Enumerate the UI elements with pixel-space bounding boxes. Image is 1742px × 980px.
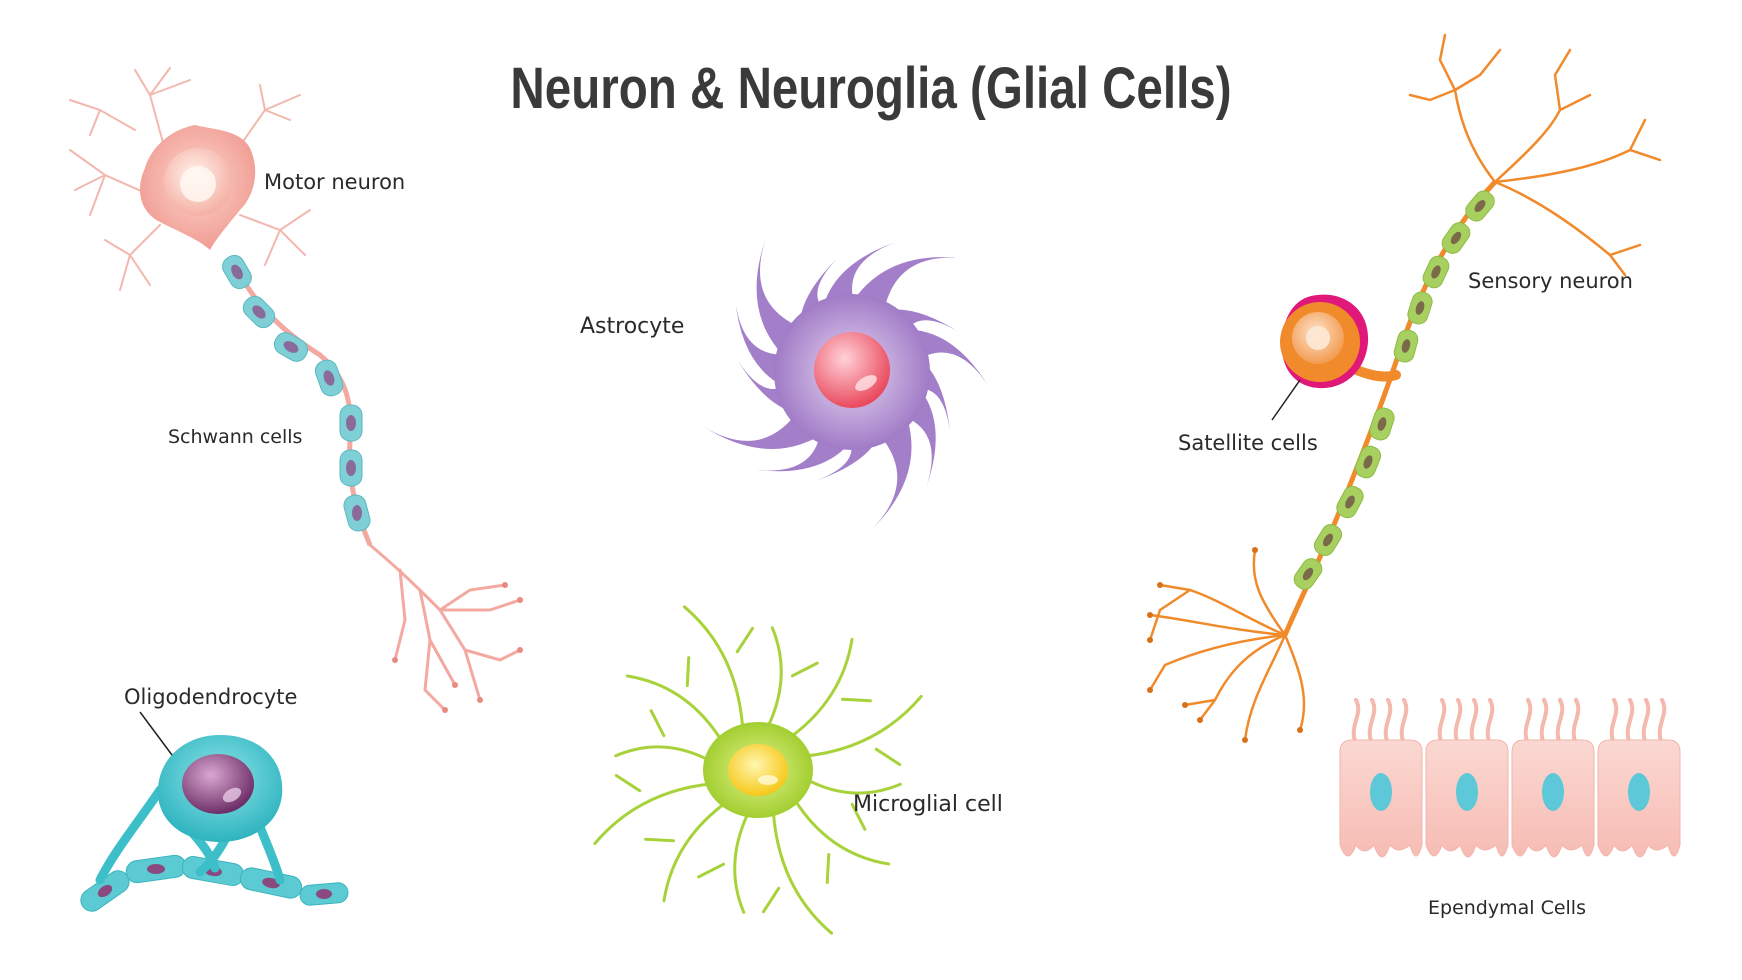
cilium (1453, 698, 1463, 746)
sensory-neuron-terminals (1148, 548, 1306, 742)
cilium (1437, 698, 1447, 746)
microglia-process (766, 626, 819, 730)
microglia-process (614, 709, 713, 763)
microglial-cell (593, 605, 923, 935)
cilium (1523, 698, 1533, 746)
label-schwann-cells: Schwann cells (168, 426, 302, 448)
cilium (1625, 698, 1635, 746)
microglia-process (697, 810, 750, 914)
label-motor-neuron: Motor neuron (264, 170, 405, 194)
oligodendrocyte-wrap-nuclei (97, 864, 332, 899)
microglia-process (644, 800, 728, 903)
ependymal-cell (1339, 698, 1423, 858)
microglia-process (792, 797, 891, 884)
ependymal-nucleus (1456, 773, 1478, 811)
cilium (1367, 698, 1377, 746)
cilium (1555, 698, 1565, 746)
satellite-pointer-line (1271, 379, 1301, 421)
sensory-neuron-dendrites-top (1408, 33, 1662, 277)
microglia-nucleus (728, 744, 788, 796)
ependymal-cell (1597, 698, 1681, 858)
cilium (1399, 698, 1409, 746)
microglia-process (682, 605, 755, 731)
microglia-process (761, 809, 834, 935)
astrocyte-nucleus (814, 332, 890, 408)
astrocyte-process (871, 407, 912, 530)
ependymal-nucleus (1370, 773, 1392, 811)
label-astrocyte: Astrocyte (580, 314, 684, 339)
ependymal-nucleus (1542, 773, 1564, 811)
microglia-process (803, 777, 902, 831)
cilium (1485, 698, 1495, 746)
microglia-process (625, 656, 724, 743)
sensory-myelin-nuclei (1302, 200, 1486, 581)
astrocyte (702, 238, 989, 530)
schwann-nuclei (231, 264, 362, 521)
ependymal-cell (1425, 698, 1509, 858)
label-sensory-neuron: Sensory neuron (1468, 269, 1633, 293)
motor-neuron-dendrites (69, 67, 311, 291)
cilium (1657, 698, 1667, 746)
cilium (1351, 698, 1361, 746)
motor-neuron-axon-terminals (368, 543, 522, 712)
oligodendrocyte-nucleus (182, 754, 254, 814)
oligodendrocyte (80, 711, 349, 912)
cilium (1571, 698, 1581, 746)
cilium (1641, 698, 1651, 746)
page-title: Neuron & Neuroglia (Glial Cells) (510, 57, 1231, 122)
oligodendrocyte-pointer-line (139, 711, 173, 756)
ependymal-cells (1339, 698, 1681, 858)
cilium (1383, 698, 1393, 746)
schwann-cell-chain (222, 254, 371, 532)
label-microglial-cell: Microglial cell (853, 792, 1003, 817)
label-oligodendrocyte: Oligodendrocyte (124, 685, 297, 709)
cilium (1609, 698, 1619, 746)
microglia-process (593, 773, 714, 846)
microglia-process (802, 694, 923, 767)
label-ependymal-cells: Ependymal Cells (1428, 897, 1586, 919)
sensory-neuron (1147, 33, 1662, 743)
ependymal-cell (1511, 698, 1595, 858)
cilium (1469, 698, 1479, 746)
cilium (1539, 698, 1549, 746)
sensory-myelin-chain (1293, 190, 1495, 590)
microglia-process (788, 637, 872, 740)
ependymal-nucleus (1628, 773, 1650, 811)
motor-neuron (69, 67, 523, 713)
label-satellite-cells: Satellite cells (1178, 431, 1318, 455)
microglia-processes (593, 605, 923, 935)
